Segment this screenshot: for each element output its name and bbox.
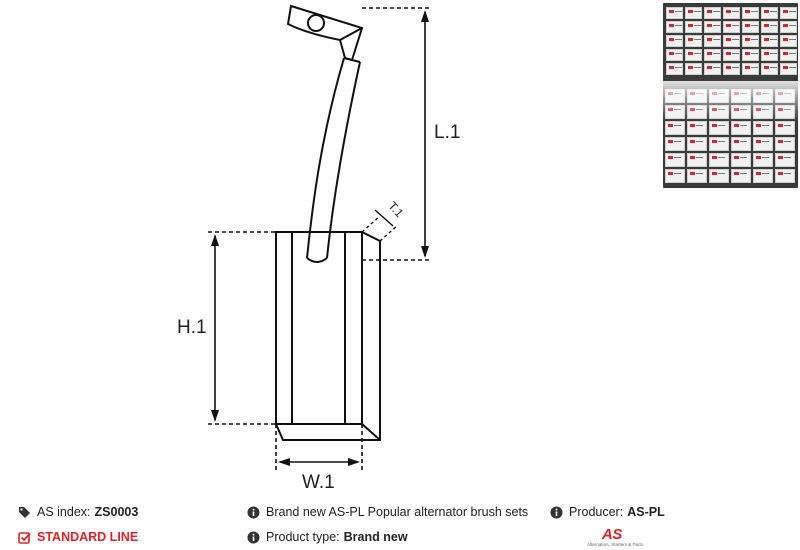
drawer-cell — [742, 35, 759, 47]
drawer-cell — [666, 49, 683, 61]
drawer-cell — [761, 63, 778, 75]
drawer-cell — [761, 49, 778, 61]
drawer-cell — [775, 169, 795, 183]
drawer-cell — [685, 7, 702, 19]
drawer-cell — [709, 121, 729, 135]
drawer-cell — [780, 49, 797, 61]
standard-line-label: STANDARD LINE — [37, 530, 139, 544]
height-dimension — [208, 231, 276, 425]
brush-dimension-drawing: L.1 H.1 W.1 T.1 — [177, 4, 460, 493]
as-index-value: ZS0003 — [94, 505, 139, 519]
drawer-cell — [704, 7, 721, 19]
drawer-cell — [775, 121, 795, 135]
height-label: H.1 — [177, 317, 207, 338]
thickness-label: T.1 — [385, 199, 406, 221]
drawer-cell — [665, 153, 685, 167]
drawer-cell — [761, 7, 778, 19]
logo-tagline: Alternators, Starters & Parts — [586, 542, 644, 547]
drawer-cell — [753, 169, 773, 183]
drawer-cell — [775, 137, 795, 151]
product-display-thumbnail[interactable] — [663, 3, 798, 188]
drawer-cell — [753, 153, 773, 167]
info-icon — [247, 506, 260, 519]
drawer-cell — [731, 169, 751, 183]
drawer-cell — [665, 137, 685, 151]
drawer-cell — [780, 63, 797, 75]
drawer-cell — [666, 63, 683, 75]
drawer-cell — [723, 63, 740, 75]
as-index-label: AS index: — [37, 505, 91, 519]
drawer-cell — [685, 21, 702, 33]
drawer-cell — [731, 137, 751, 151]
drawer-cell — [780, 21, 797, 33]
standard-line-row: STANDARD LINE — [18, 530, 138, 545]
producer-row: Producer: AS-PL — [550, 505, 665, 520]
drawer-cell — [761, 21, 778, 33]
drawer-cell — [731, 153, 751, 167]
thickness-dimension — [361, 209, 399, 242]
product-type-label: Product type: — [266, 530, 340, 544]
drawer-cell — [704, 49, 721, 61]
drawer-cell — [704, 21, 721, 33]
drawer-cell — [761, 35, 778, 47]
drawer-cell — [687, 137, 707, 151]
checkbox-icon — [18, 531, 31, 544]
drawer-cell — [709, 169, 729, 183]
drawer-cell — [666, 35, 683, 47]
drawer-cell — [723, 35, 740, 47]
drawer-cell — [685, 63, 702, 75]
length-label: L.1 — [434, 122, 460, 143]
drawer-cell — [709, 153, 729, 167]
product-type-value: Brand new — [343, 530, 408, 544]
drawer-cell — [723, 7, 740, 19]
logo-mark: AS — [602, 526, 622, 543]
producer-label: Producer: — [569, 505, 624, 519]
drawer-cell — [685, 35, 702, 47]
drawer-cell — [723, 21, 740, 33]
drawer-cell — [687, 153, 707, 167]
description-text: Brand new AS-PL Popular alternator brush… — [266, 505, 529, 519]
description-row: Brand new AS-PL Popular alternator brush… — [247, 505, 528, 520]
drawer-cell — [709, 137, 729, 151]
drawer-cell — [687, 121, 707, 135]
width-label: W.1 — [302, 472, 335, 493]
product-type-row: Product type: Brand new — [247, 530, 408, 545]
as-index-row: AS index: ZS0003 — [18, 505, 138, 520]
info-icon — [550, 506, 563, 519]
as-pl-logo: AS Alternators, Starters & Parts — [585, 527, 645, 549]
drawer-cell — [742, 21, 759, 33]
length-dimension — [362, 7, 432, 261]
tags-icon — [18, 506, 31, 519]
drawer-cell — [731, 121, 751, 135]
producer-value: AS-PL — [627, 505, 665, 519]
drawer-cell — [665, 169, 685, 183]
drawer-cell — [666, 21, 683, 33]
drawer-cell — [687, 169, 707, 183]
drawer-cell — [742, 49, 759, 61]
drawer-cell — [775, 153, 795, 167]
drawer-cell — [723, 49, 740, 61]
thumbnail-reflection — [663, 81, 798, 121]
drawer-cell — [780, 7, 797, 19]
drawer-cell — [685, 49, 702, 61]
drawer-cell — [780, 35, 797, 47]
carbon-block — [275, 231, 381, 441]
drawer-cell — [753, 137, 773, 151]
drawer-cell — [742, 63, 759, 75]
terminal-lug — [286, 4, 364, 62]
drawer-cell — [704, 63, 721, 75]
drawer-cell — [665, 121, 685, 135]
info-icon — [247, 531, 260, 544]
drawer-cell — [742, 7, 759, 19]
width-dimension — [275, 424, 363, 470]
drawer-cell — [666, 7, 683, 19]
drawer-cell — [704, 35, 721, 47]
drawer-cell — [753, 121, 773, 135]
